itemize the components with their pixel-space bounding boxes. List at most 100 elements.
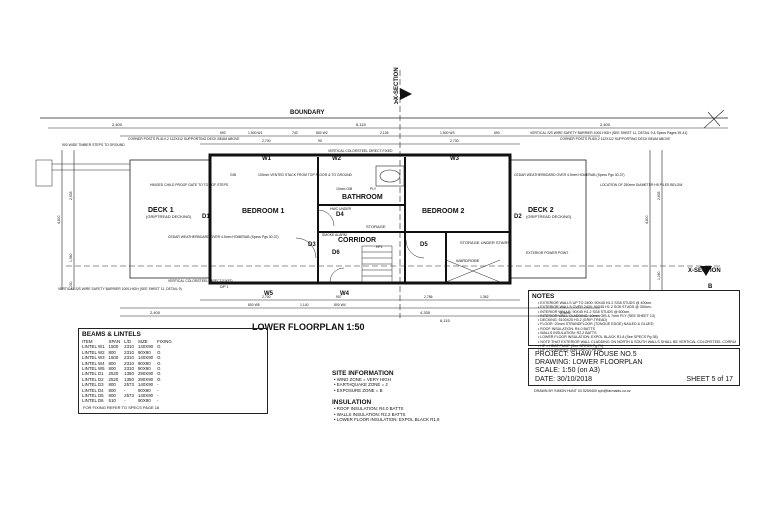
room-bathroom: BATHROOM xyxy=(342,194,383,201)
svg-text:2,700: 2,700 xyxy=(262,295,271,299)
svg-text:VERTICAL S/S WIRE SAFETY BARRI: VERTICAL S/S WIRE SAFETY BARRIER 1000-HI… xyxy=(530,131,687,135)
sheet-number: SHEET 5 of 17 xyxy=(686,375,733,383)
svg-text:690: 690 xyxy=(220,131,226,135)
svg-text:10mm GIB: 10mm GIB xyxy=(336,187,353,191)
svg-text:D5: D5 xyxy=(420,242,428,248)
note-item: • INTERIOR WALL CLADDING: 10mm GIB & 7mm… xyxy=(538,313,656,318)
note-item: • DECKING: 5100X25 H3.2 (GRIP-TREAD) xyxy=(538,318,608,323)
svg-text:2,400: 2,400 xyxy=(600,122,611,127)
site-item: • EXPOSURE ZONE = B xyxy=(334,387,383,393)
svg-text:2,535: 2,535 xyxy=(69,191,73,200)
svg-text:EXTERIOR POWER POINT: EXTERIOR POWER POINT xyxy=(526,251,568,255)
drawing-scale: SCALE: 1:50 (on A3) xyxy=(535,367,600,375)
svg-text:B: B xyxy=(708,284,713,290)
svg-text:1,030: 1,030 xyxy=(69,281,73,290)
svg-text:HWC UNDER: HWC UNDER xyxy=(330,207,352,211)
svg-text:D/P 1: D/P 1 xyxy=(220,285,229,289)
svg-text:LOCATION OF 250mm DIAMETER H5: LOCATION OF 250mm DIAMETER H5 PILES BELO… xyxy=(600,183,683,187)
insulation-title: INSULATION xyxy=(332,399,372,407)
svg-text:2,400: 2,400 xyxy=(112,122,123,127)
bath-fixture xyxy=(379,169,401,183)
note-item: • ROOF INSULATION: R4.0 BATTS xyxy=(538,326,595,331)
svg-text:4,800: 4,800 xyxy=(57,215,61,224)
site-title: SITE INFORMATION xyxy=(332,370,394,377)
project-name: PROJECT: SHAW HOUSE NO.5 xyxy=(535,351,637,358)
site-item: • EARTHQUAKE ZONE = 2 xyxy=(334,382,388,388)
notes-title: NOTES xyxy=(532,293,555,300)
svg-text:4,800: 4,800 xyxy=(645,215,649,224)
svg-text:1,140: 1,140 xyxy=(300,303,309,307)
note-item: • INTERIOR WALLS: 90X45 H1.2 SG8 STUDS @… xyxy=(538,309,631,314)
svg-text:D3: D3 xyxy=(308,242,316,248)
deck-steps xyxy=(35,159,130,187)
svg-text:4,335: 4,335 xyxy=(420,310,431,315)
site-item: • WIND ZONE = VERY HIGH xyxy=(334,377,391,382)
svg-text:W2: W2 xyxy=(332,156,342,162)
svg-text:BOUNDARY: BOUNDARY xyxy=(290,110,324,116)
svg-text:90: 90 xyxy=(318,139,322,143)
room-bedroom-2: BEDROOM 2 xyxy=(422,208,465,215)
note-item: • DP = DOWNPIPE (See SPECS Pg 40) xyxy=(538,348,603,353)
svg-text:1,362: 1,362 xyxy=(480,295,489,299)
note-item: • FLOOR: 20mm STRANDFLOOR (TONGUE EDGE) … xyxy=(538,322,654,327)
note-item: • WALLS INSULATION: R2.2 BATTS xyxy=(538,331,597,336)
x-section-a-marker: X-SECTION A xyxy=(394,67,412,318)
room-corridor: CORRIDOR xyxy=(338,237,376,244)
svg-text:W4: W4 xyxy=(340,291,350,297)
beams-title: BEAMS & LINTELS xyxy=(82,331,141,338)
svg-text:STORAGE: STORAGE xyxy=(366,224,386,229)
svg-text:800 W4: 800 W4 xyxy=(334,303,346,307)
drawing-date: DATE: 30/10/2018 xyxy=(535,375,593,383)
svg-text:PLY: PLY xyxy=(370,187,377,191)
svg-text:(GRIPTREAD DECKING): (GRIPTREAD DECKING) xyxy=(146,214,192,219)
svg-text:6,115: 6,115 xyxy=(356,122,366,127)
svg-text:6,115: 6,115 xyxy=(440,318,450,323)
beams-footer: FOR FIXING REFER TO SPECS PAGE 16 xyxy=(83,405,160,410)
svg-text:2,730: 2,730 xyxy=(450,139,459,143)
svg-text:D4: D4 xyxy=(336,212,344,218)
drawing-name: DRAWING: LOWER FLOORPLAN xyxy=(535,359,643,367)
svg-text:GIB: GIB xyxy=(230,173,237,177)
svg-text:VERTICAL COLORSTEEL DIRECT-FIX: VERTICAL COLORSTEEL DIRECT-FIXED xyxy=(328,149,393,153)
svg-text:740: 740 xyxy=(292,131,298,135)
svg-text:X-SECTION: X-SECTION xyxy=(688,268,721,274)
x-section-b-marker: X-SECTION B xyxy=(66,265,721,290)
svg-text:CORNER POSTS PL8/0.2 112X112 S: CORNER POSTS PL8/0.2 112X112 SUPPORTING … xyxy=(560,137,671,141)
svg-text:CEDAR WEATHERBOARD OVER 4.5mm: CEDAR WEATHERBOARD OVER 4.5mm HOMERAB (S… xyxy=(514,173,625,177)
note-item: • EXTERIOR WALLS OVER 2400: 90X45 H1.2 S… xyxy=(538,305,652,310)
plan-title: LOWER FLOORPLAN 1:50 xyxy=(252,322,365,332)
svg-text:2,105: 2,105 xyxy=(380,131,389,135)
svg-text:VERTICAL COLORSTEEL DIRECT-FIX: VERTICAL COLORSTEEL DIRECT-FIXED xyxy=(168,279,233,283)
svg-text:STORAGE UNDER STAIRS: STORAGE UNDER STAIRS xyxy=(460,240,510,245)
note-item: • NOTE THAT EXTERIOR WALL CLADDING ON NO… xyxy=(538,339,736,344)
room-deck-2: DECK 2 xyxy=(528,207,554,214)
svg-text:2,400: 2,400 xyxy=(560,310,571,315)
svg-text:800 W2: 800 W2 xyxy=(316,131,328,135)
svg-text:D2: D2 xyxy=(514,214,522,220)
svg-text:(GRIPTREAD DECKING): (GRIPTREAD DECKING) xyxy=(526,214,572,219)
note-item: • LOWER FLOOR INSULATION: EXPOL BLACK R1… xyxy=(538,335,658,340)
svg-text:A: A xyxy=(394,100,399,106)
svg-text:WARDROBE: WARDROBE xyxy=(456,258,480,263)
room-deck-1: DECK 1 xyxy=(148,207,174,214)
note-item: • EXTERIOR WALLS UP TO 2400: 90X45 H1.2 … xyxy=(538,301,653,305)
svg-text:W5: W5 xyxy=(264,291,274,297)
svg-text:X-SECTION: X-SECTION xyxy=(394,67,400,100)
site-information: SITE INFORMATION • WIND ZONE = VERY HIGH… xyxy=(332,370,512,422)
svg-text:W1: W1 xyxy=(262,156,272,162)
title-block: PROJECT: SHAW HOUSE NO.5 DRAWING: LOWER … xyxy=(528,348,740,386)
svg-text:CORNER POSTS PL/8-0.2 112X112: CORNER POSTS PL/8-0.2 112X112 SUPPORTING… xyxy=(128,137,240,141)
svg-text:HINGED CHILD PROOF GATE TO TOP: HINGED CHILD PROOF GATE TO TOP OF STEPS xyxy=(150,183,229,187)
